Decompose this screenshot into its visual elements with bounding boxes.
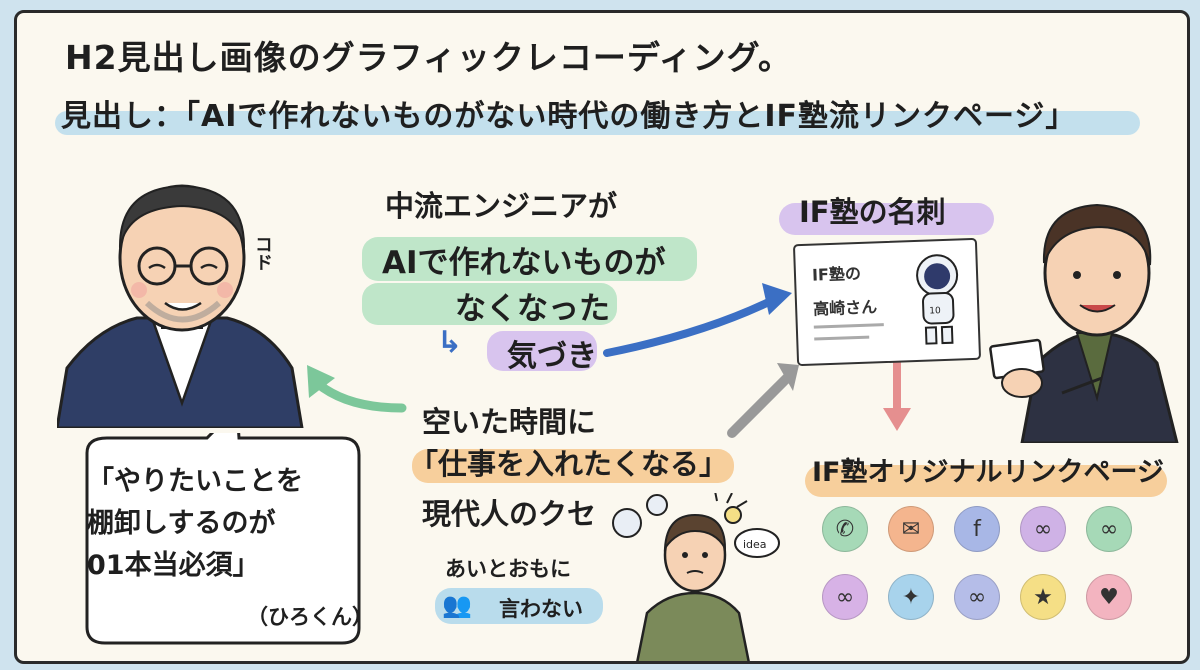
quote-line: 「やりたいことを: [87, 466, 303, 497]
card-holder-illustration: [989, 203, 1179, 443]
habit-line-1: 空いた時間に: [422, 405, 597, 439]
insight-line-3: なくなった: [455, 291, 610, 327]
star-icon[interactable]: ★: [1020, 574, 1066, 620]
thinking-person-illustration: idea: [612, 493, 780, 661]
quote-line: 棚卸しするのが: [87, 508, 276, 539]
insight-line-2: AIで作れないものが: [382, 245, 666, 281]
twitter-icon[interactable]: ✦: [888, 574, 934, 620]
quote-line: 01本当必須」: [87, 550, 260, 581]
speaker-illustration: [57, 184, 304, 428]
title-highlight: [55, 111, 1140, 135]
card-line: [813, 323, 884, 329]
astronaut-icon: 10: [916, 254, 959, 345]
link-icon[interactable]: ∞: [954, 574, 1000, 620]
business-card: IF塾の 高崎さん 10: [792, 237, 982, 367]
astronaut-badge: 10: [929, 306, 941, 316]
quote-attribution: （ひろくん）: [247, 605, 373, 629]
people-icon: 👥: [442, 591, 472, 619]
card-org: IF塾の: [811, 263, 862, 285]
card-person: 高崎さん: [812, 297, 878, 319]
link-icon[interactable]: ∞: [822, 574, 868, 620]
idea-text: idea: [743, 538, 767, 551]
highlight-links-heading: [805, 465, 1167, 497]
connector-arrows: [307, 283, 911, 438]
page-subtitle: 見出し：「AIで作れないものがない時代の働き方とIF塾流リンクページ」: [61, 99, 1077, 134]
insight-line-1: 中流エンジニアが: [385, 189, 618, 223]
graphic-recording-frame: H2見出し画像のグラフィックレコーディング。 見出し：「AIで作れないものがない…: [14, 10, 1190, 664]
return-arrow-icon: ↳: [437, 325, 463, 360]
kizuki-label: 気づき: [507, 339, 597, 374]
highlight-kizuki: [487, 331, 597, 371]
habit-line-2: 「仕事を入れたくなる」: [409, 447, 729, 481]
card-heading: IF塾の名刺: [799, 195, 946, 229]
highlight-b2: [412, 449, 734, 483]
facebook-icon[interactable]: f: [954, 506, 1000, 552]
speech-bubble: [85, 433, 361, 645]
highlight-a2: [362, 237, 697, 281]
links-heading: IF塾オリジナルリンクページ: [812, 457, 1164, 488]
note-line-1: あいとおもに: [445, 557, 571, 581]
note-line-2: 言わない: [499, 597, 583, 621]
card-line: [814, 335, 870, 341]
sound-effect-text: コド: [252, 235, 273, 271]
link-icon[interactable]: ∞: [1020, 506, 1066, 552]
heart-icon[interactable]: ♥: [1086, 574, 1132, 620]
highlight-c: [435, 588, 603, 624]
quote-text: 「やりたいことを 棚卸しするのが 01本当必須」: [87, 461, 303, 587]
habit-line-3: 現代人のクセ: [422, 497, 597, 531]
mail-icon[interactable]: ✉: [888, 506, 934, 552]
phone-icon[interactable]: ✆: [822, 506, 868, 552]
page-title: H2見出し画像のグラフィックレコーディング。: [65, 38, 792, 77]
highlight-card-heading: [779, 203, 994, 235]
link-icon[interactable]: ∞: [1086, 506, 1132, 552]
highlight-a3: [362, 283, 617, 325]
